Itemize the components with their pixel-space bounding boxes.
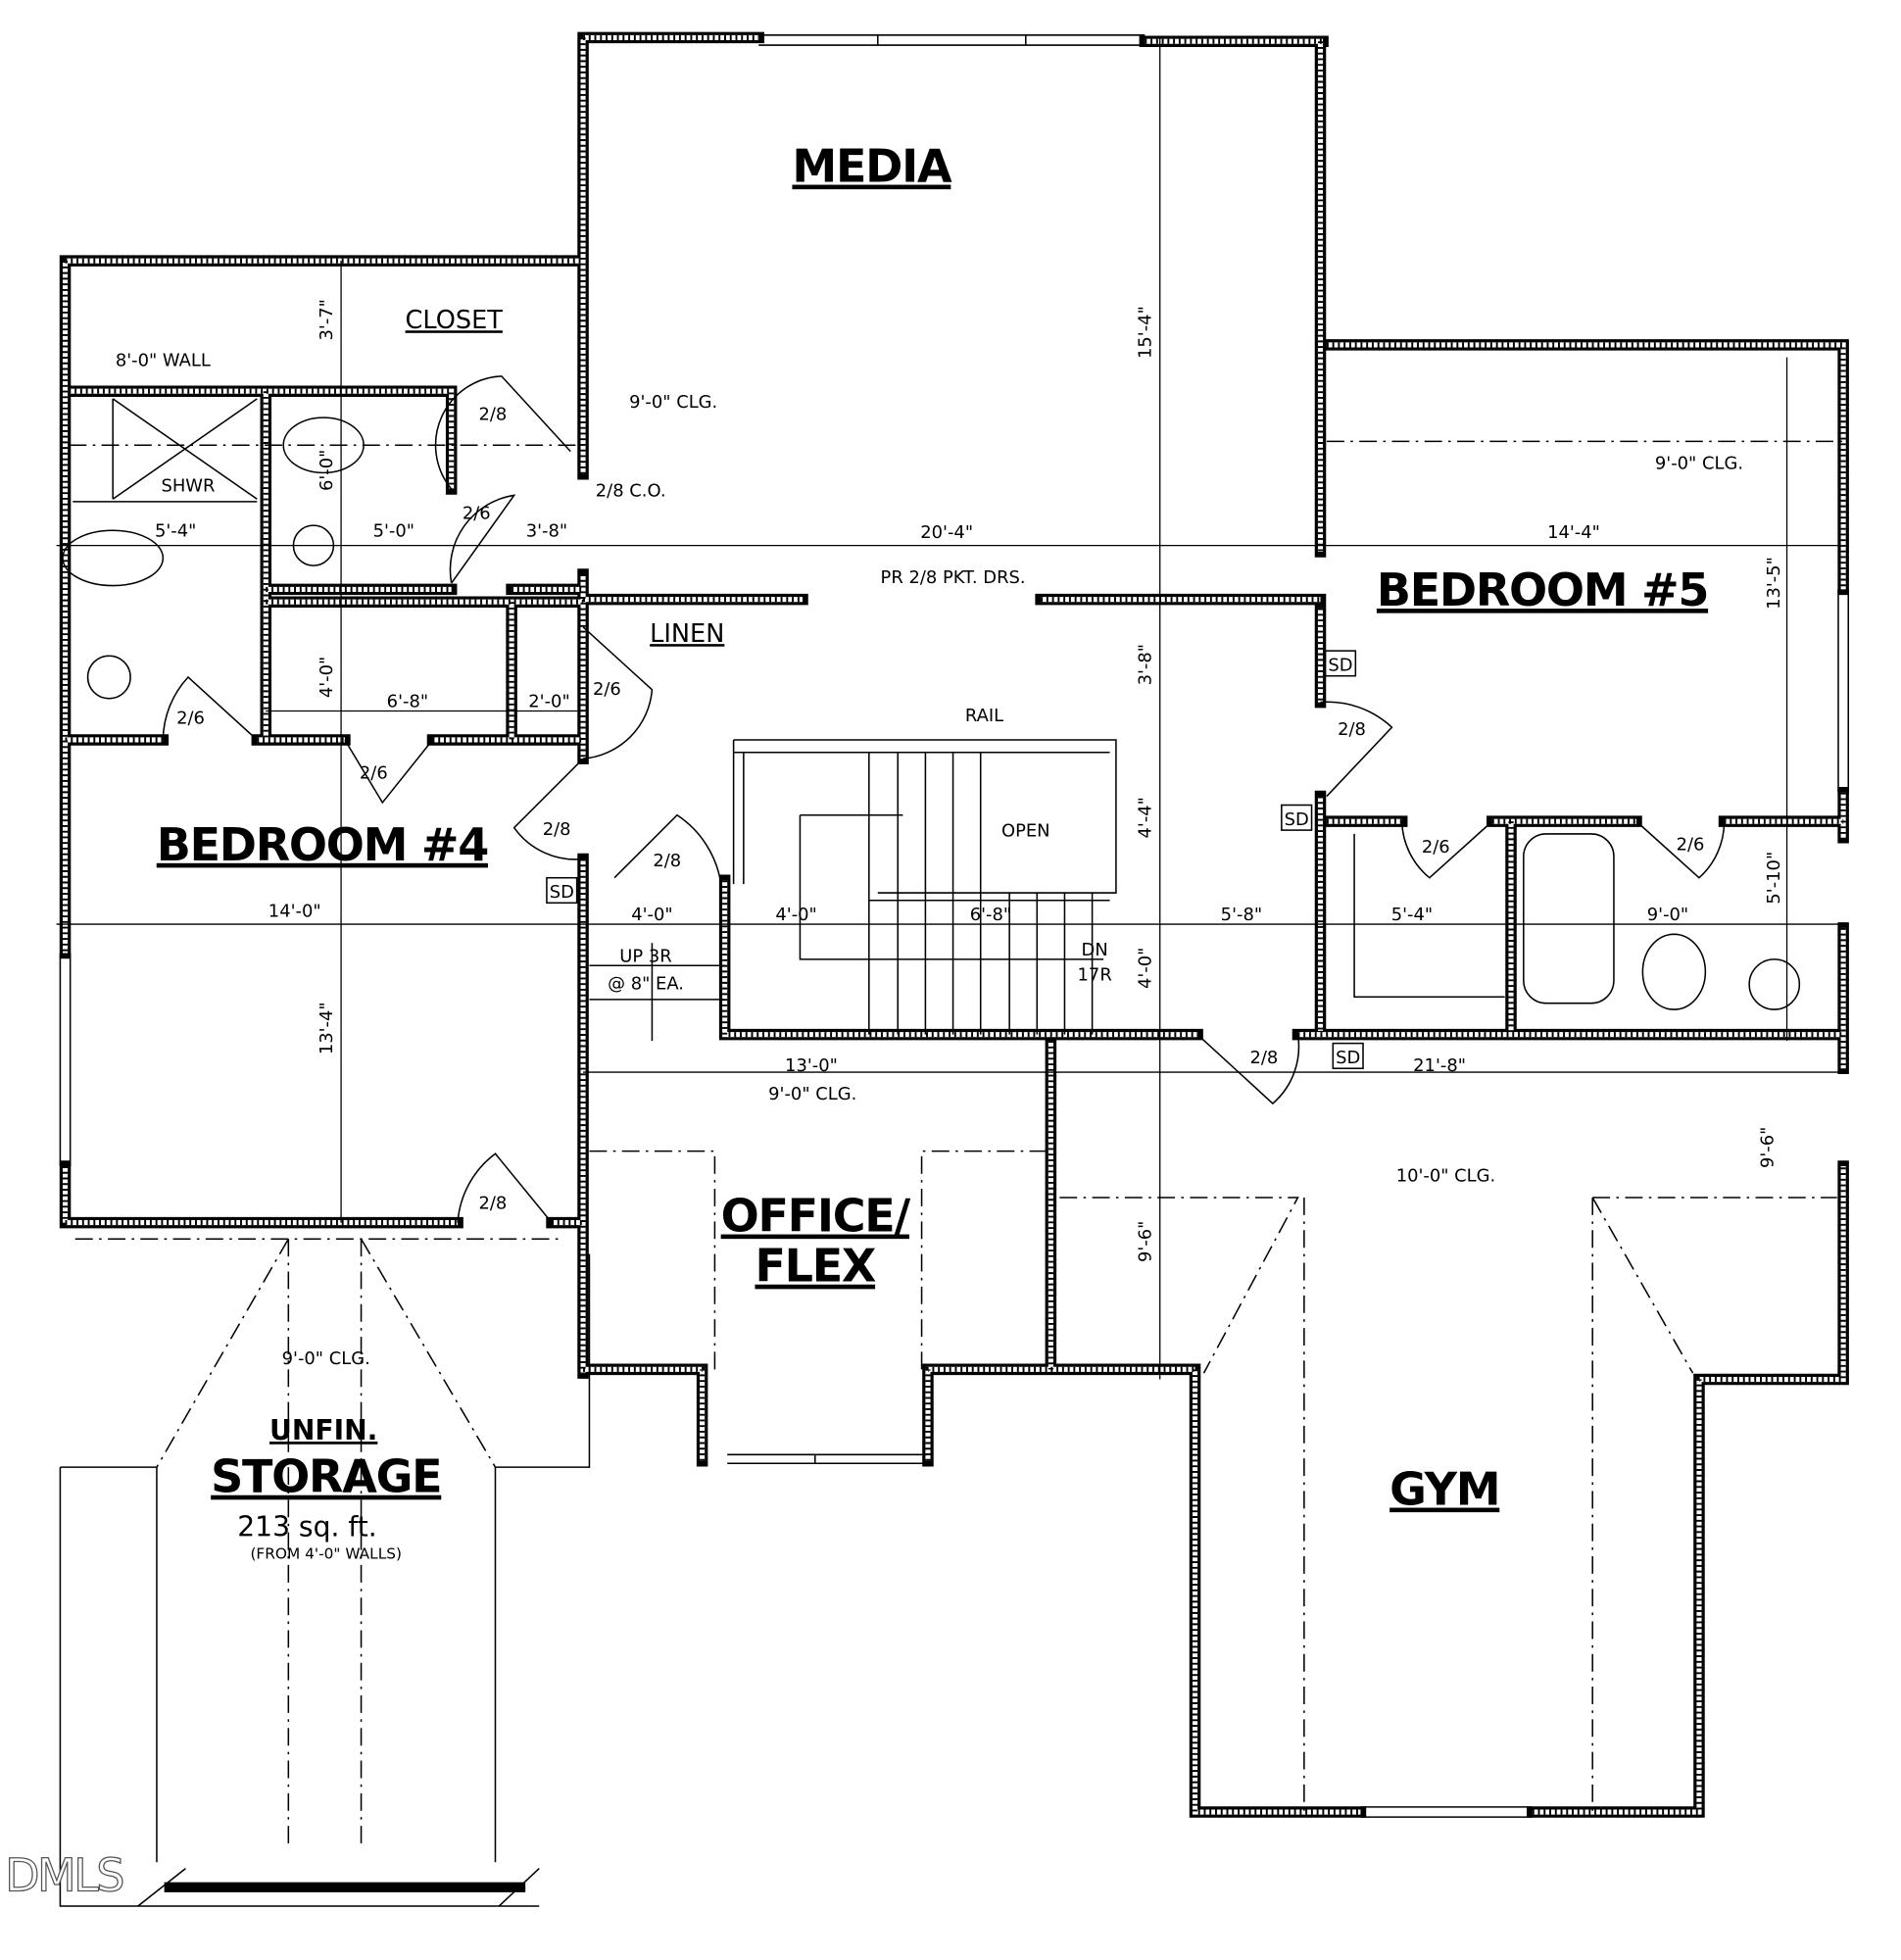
dimension-label: 6'-8" — [387, 692, 428, 712]
cased-opening-label: 2/8 C.O. — [596, 481, 666, 502]
dimension-label: 9'-0" — [1647, 905, 1688, 925]
dimension-label: 4'-0" — [775, 905, 816, 925]
dimension-label: 4'-0" — [1136, 948, 1156, 989]
stairs-riser-label: @ 8" EA. — [608, 974, 684, 995]
door-size-label: 2/6 — [176, 708, 205, 728]
dimension-label: 3'-8" — [526, 521, 567, 542]
fixtures — [62, 398, 1801, 1010]
room-bedroom-5: BEDROOM #5 — [1377, 564, 1708, 616]
sd-label: SD — [550, 882, 574, 903]
stairs-down-label: DN — [1082, 940, 1108, 960]
dimension-label: 13'-0" — [785, 1055, 838, 1076]
door-swings — [162, 375, 1726, 1224]
door-size-label: 2/8 — [1250, 1048, 1279, 1068]
room-closet: CLOSET — [406, 306, 504, 335]
door-size-label: 2/8 — [543, 819, 571, 840]
open-label: OPEN — [1001, 820, 1050, 841]
door-size-label: 2/8 — [479, 1194, 508, 1214]
room-bedroom-4: BEDROOM #4 — [157, 818, 488, 871]
dimension-label: 5'-4" — [1391, 905, 1433, 925]
door-labels: 2/8 2/6 2/6 2/6 2/6 2/8 2/8 2/8 2/6 2/6 … — [176, 405, 1704, 1214]
ceiling-note: 9'-0" CLG. — [1655, 454, 1743, 474]
notes: SHWR LINEN RAIL OPEN PR 2/8 PKT. DRS. 2/… — [116, 351, 1743, 1370]
dimension-label: 5'-0" — [373, 521, 414, 542]
dimension-label: 6'-8" — [970, 905, 1011, 925]
watermark-logo: DMLS — [5, 1849, 122, 1902]
dimension-lines — [56, 37, 1844, 1380]
pocket-doors-label: PR 2/8 PKT. DRS. — [881, 567, 1026, 588]
ceiling-lines — [69, 440, 1844, 1843]
room-office: OFFICE/ — [721, 1190, 911, 1243]
door-size-label: 2/6 — [1422, 837, 1450, 858]
door-size-label: 2/6 — [593, 679, 621, 700]
dimension-label: 3'-8" — [1136, 644, 1156, 685]
ceiling-note: 9'-0" CLG. — [629, 392, 717, 413]
stairs-up-label: UP 3R — [619, 946, 671, 966]
room-flex: FLEX — [755, 1240, 875, 1293]
door-size-label: 2/8 — [479, 405, 508, 425]
smoke-detectors: SD SD SD SD — [546, 650, 1364, 1069]
dimension-label: 9'-6" — [1757, 1127, 1778, 1168]
dimension-label: 5'-10" — [1764, 852, 1784, 905]
room-storage-unfin: UNFIN. — [269, 1414, 377, 1446]
sd-label: SD — [1328, 656, 1352, 676]
room-labels: MEDIA CLOSET BEDROOM #5 BEDROOM #4 OFFIC… — [157, 140, 1710, 1563]
horizontal-dimensions: 5'-4" 5'-0" 3'-8" 20'-4" 14'-4" 6'-8" 2'… — [155, 521, 1688, 1076]
stairs — [589, 739, 1117, 1042]
rail-label: RAIL — [965, 706, 1003, 726]
dimension-label: 20'-4" — [920, 522, 973, 543]
dimension-label: 14'-4" — [1547, 522, 1600, 543]
door-size-label: 2/6 — [1677, 835, 1705, 856]
ceiling-note: 9'-0" CLG. — [768, 1084, 856, 1104]
dimension-label: 5'-8" — [1221, 905, 1262, 925]
ceiling-note: 9'-0" CLG. — [282, 1348, 370, 1369]
dimension-label: 21'-8" — [1413, 1055, 1466, 1076]
dimension-label: 4'-0" — [631, 905, 672, 925]
sd-label: SD — [1285, 809, 1309, 830]
dimension-label: 6'-0" — [317, 450, 337, 491]
linen-label: LINEN — [650, 619, 724, 649]
room-gym: GYM — [1389, 1463, 1499, 1516]
dimension-label: 5'-4" — [155, 521, 196, 542]
stairs-risers-down-label: 17R — [1078, 965, 1112, 986]
room-storage: STORAGE — [211, 1450, 441, 1503]
room-media: MEDIA — [792, 140, 952, 193]
storage-note: (FROM 4'-0" WALLS) — [250, 1545, 402, 1563]
dimension-label: 15'-4" — [1136, 306, 1156, 359]
dimension-label: 14'-0" — [268, 901, 321, 921]
door-size-label: 2/6 — [360, 763, 388, 784]
wall-height-note: 8'-0" WALL — [116, 351, 211, 371]
shower-label: SHWR — [161, 476, 215, 497]
storage-outline — [59, 1253, 591, 1907]
dimension-label: 2'-0" — [528, 692, 569, 712]
storage-area: 213 sq. ft. — [237, 1510, 376, 1543]
dimension-label: 13'-4" — [317, 1002, 337, 1054]
windows — [59, 34, 1850, 1818]
sd-label: SD — [1336, 1048, 1360, 1068]
dimension-label: 4'-4" — [1136, 797, 1156, 838]
door-size-label: 2/8 — [1338, 719, 1366, 740]
door-size-label: 2/6 — [463, 504, 491, 524]
dimension-label: 3'-7" — [317, 299, 337, 340]
dimension-label: 4'-0" — [317, 657, 337, 698]
dimension-label: 13'-5" — [1764, 557, 1784, 610]
vertical-dimensions: 3'-7" 6'-0" 4'-0" 13'-4" 15'-4" 3'-8" 4'… — [317, 299, 1784, 1262]
dimension-label: 9'-6" — [1136, 1221, 1156, 1262]
ceiling-note: 10'-0" CLG. — [1396, 1165, 1496, 1186]
door-size-label: 2/8 — [653, 851, 681, 871]
